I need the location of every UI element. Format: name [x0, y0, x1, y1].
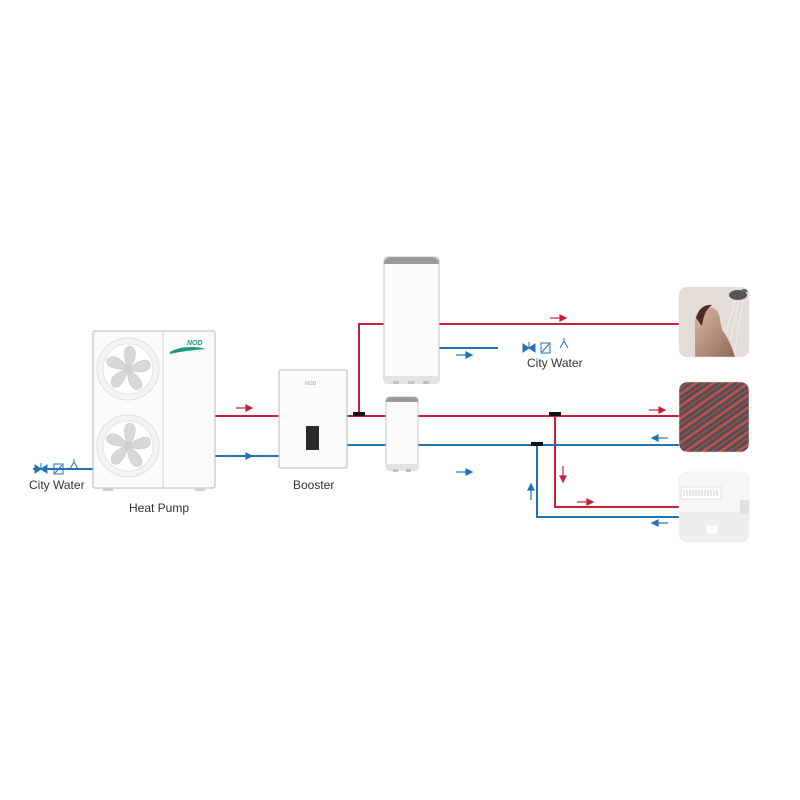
valve-group-right	[522, 338, 569, 354]
hot-pipes	[214, 323, 679, 508]
arrow-right	[456, 468, 474, 476]
arrow-left	[650, 519, 668, 527]
heat-pump-unit: NOD	[92, 330, 216, 491]
buffer-tank	[385, 396, 419, 472]
gate-valve-icon	[522, 342, 536, 353]
arrow-up	[527, 482, 535, 500]
arrow-right	[236, 404, 254, 412]
check-valve-icon	[540, 342, 551, 354]
brand-logo-text: NOD	[187, 340, 203, 347]
arrow-left	[650, 434, 668, 442]
underfloor-heating-image	[679, 382, 749, 452]
shower-image	[679, 287, 749, 357]
arrow-right	[550, 314, 568, 322]
arrow-right	[236, 452, 254, 460]
arrow-right	[456, 351, 474, 359]
booster-unit: NOD	[278, 369, 348, 469]
arrow-right	[649, 406, 667, 414]
city-water-label-right: City Water	[527, 356, 583, 370]
fan-coil-image	[679, 472, 749, 542]
gate-valve-icon	[34, 463, 48, 474]
check-valve-icon	[53, 463, 64, 475]
cold-flow-arrows	[236, 351, 668, 527]
brand-logo: NOD	[170, 340, 206, 354]
relief-valve-icon	[559, 338, 569, 349]
booster-display	[306, 426, 319, 450]
pipe-tees	[353, 412, 561, 446]
hot-flow-arrows	[236, 314, 667, 506]
tee-hot-branch	[549, 412, 561, 416]
relief-valve-icon	[69, 459, 79, 470]
fan-icon	[96, 337, 160, 401]
booster-logo-text: NOD	[305, 381, 317, 387]
cold-pipe-fancoil-return	[536, 445, 679, 518]
fan-icon	[96, 414, 160, 478]
heat-pump-label: Heat Pump	[129, 501, 190, 515]
booster-casing	[278, 369, 348, 469]
valve-group-left	[34, 459, 79, 475]
tee-booster-riser	[353, 412, 365, 416]
hot-pipe-riser-to-dhw-tank	[358, 323, 384, 416]
booster-label: Booster	[293, 478, 335, 492]
arrow-right	[577, 498, 595, 506]
hot-pipe-branch-to-fancoil	[554, 416, 679, 508]
dhw-tank	[383, 256, 440, 384]
arrow-down	[559, 466, 567, 484]
city-water-label-left: City Water	[29, 478, 85, 492]
tee-cold-branch	[531, 442, 543, 446]
